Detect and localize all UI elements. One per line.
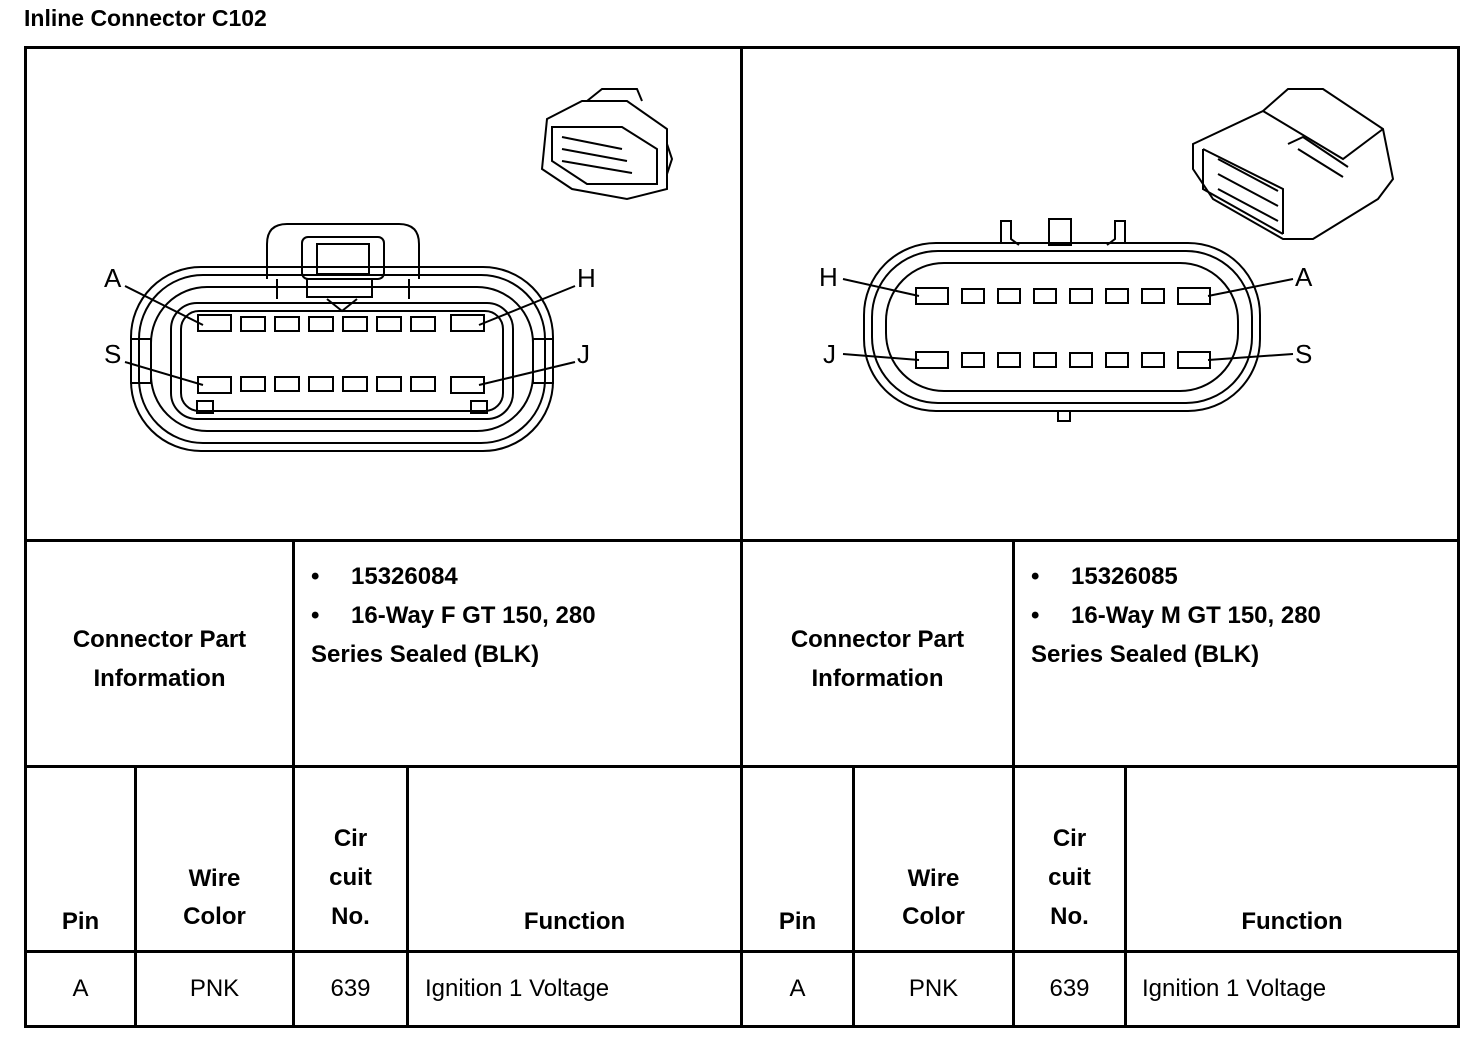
divider [1124,765,1127,1028]
pin-label-J: J [823,339,836,369]
pin-label-A: A [1295,262,1313,292]
table-cell-pin: A [789,975,806,1002]
table-cell-pin: A [72,975,89,1002]
pin-label-S: S [1295,339,1312,369]
divider [1012,539,1015,1028]
table-cell-circuit: 639 [1049,975,1090,1002]
part-description: 16-Way F GT 150, 280 [351,602,596,629]
pin-label-H: H [577,263,596,293]
part-description: 16-Way M GT 150, 280 [1071,602,1321,629]
part-number: 15326084 [351,563,458,590]
header-function: Function [523,908,626,935]
part-description-cont: Series Sealed (BLK) [1031,641,1260,668]
divider [740,46,743,1028]
part-description-cont: Series Sealed (BLK) [311,641,540,668]
pin-label-H: H [819,262,838,292]
part-number: 15326085 [1071,563,1178,590]
female-connector-3d-icon [540,88,674,201]
page-title: Inline Connector C102 [24,5,267,31]
part-info-label: Connector Part Information [72,625,247,692]
table-cell-circuit: 639 [330,975,371,1002]
pin-label-A: A [104,263,122,293]
table-cell-function: Ignition 1 Voltage [425,975,610,1002]
header-pin: Pin [778,908,817,935]
divider [292,539,295,1028]
table-cell-wire: PNK [189,975,240,1002]
female-connector-diagram: A H S J [104,88,674,452]
divider [406,765,409,1028]
part-info-details: •15326084 •16-Way F GT 150, 280 Series S… [311,557,596,674]
header-function: Function [1241,908,1343,935]
divider [134,765,137,1028]
header-pin: Pin [61,908,100,935]
pin-label-J: J [577,339,590,369]
part-info-label: Connector Part Information [790,625,965,692]
male-connector-3d-icon [1192,88,1395,240]
table-cell-function: Ignition 1 Voltage [1142,975,1327,1002]
divider [852,765,855,1028]
table-cell-wire: PNK [908,975,959,1002]
pin-label-S: S [104,339,121,369]
male-connector-diagram: H A J S [819,88,1395,422]
part-info-details: •15326085 •16-Way M GT 150, 280 Series S… [1031,557,1321,674]
